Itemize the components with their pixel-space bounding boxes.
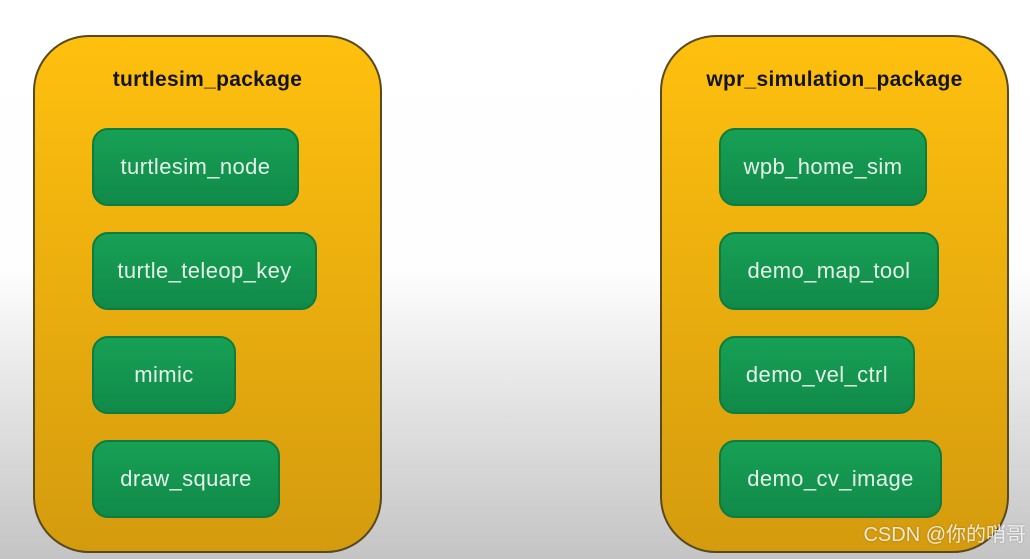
node-box-demo-cv-image: demo_cv_image bbox=[719, 440, 942, 518]
package-title: turtlesim_package bbox=[112, 68, 303, 91]
package-box-wpr-simulation: wpr_simulation_package wpb_home_sim demo… bbox=[660, 35, 1009, 553]
csdn-watermark: CSDN @你的哨哥 bbox=[863, 524, 1026, 546]
node-box-demo-map-tool: demo_map_tool bbox=[719, 232, 939, 310]
package-box-turtlesim: turtlesim_package turtlesim_node turtle_… bbox=[33, 35, 382, 553]
node-list: turtlesim_node turtle_teleop_key mimic d… bbox=[92, 128, 380, 518]
node-box-wpb-home-sim: wpb_home_sim bbox=[719, 128, 927, 206]
node-list: wpb_home_sim demo_map_tool demo_vel_ctrl… bbox=[719, 128, 1007, 518]
node-box-mimic: mimic bbox=[92, 336, 236, 414]
node-box-turtle-teleop-key: turtle_teleop_key bbox=[92, 232, 317, 310]
node-box-turtlesim-node: turtlesim_node bbox=[92, 128, 299, 206]
node-box-draw-square: draw_square bbox=[92, 440, 280, 518]
package-title: wpr_simulation_package bbox=[706, 68, 963, 91]
node-box-demo-vel-ctrl: demo_vel_ctrl bbox=[719, 336, 915, 414]
